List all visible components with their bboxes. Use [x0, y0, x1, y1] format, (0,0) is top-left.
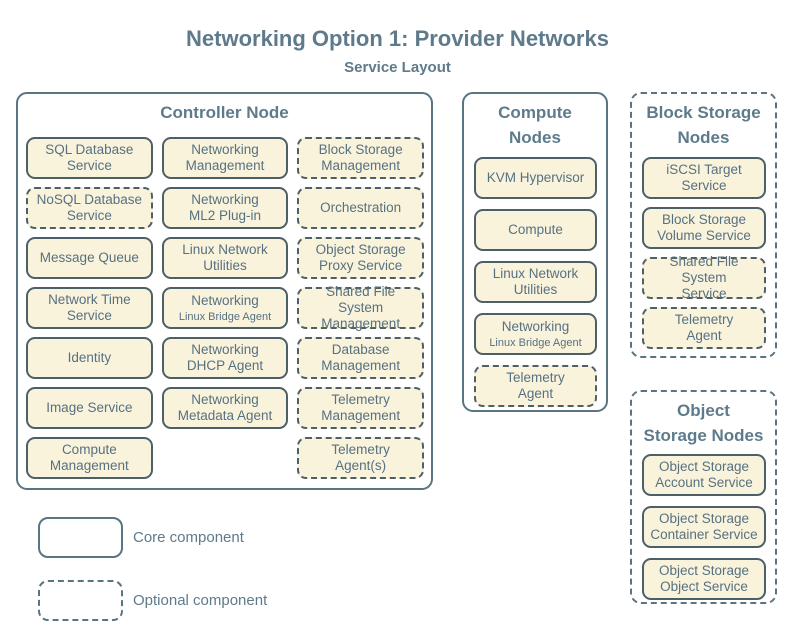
service-label: Orchestration [320, 199, 402, 215]
service-box-image-service: Image Service [26, 387, 153, 429]
service-label: Network Time Service [48, 291, 131, 323]
service-label: Telemetry Agent [506, 369, 565, 401]
service-box-networking-management: Networking Management [161, 137, 289, 179]
service-box-database-management: Database Management [297, 337, 425, 379]
legend-core-label: Core component [133, 529, 244, 546]
service-label: Telemetry Agent [674, 311, 734, 343]
compute-nodes-title: Compute Nodes [498, 103, 572, 147]
service-label: Linux Network Utilities [182, 241, 268, 273]
service-label: Object Storage Object Service [658, 562, 750, 594]
service-label: Database Management [321, 341, 401, 373]
service-label: Linux Network Utilities [492, 265, 579, 297]
service-label: KVM Hypervisor [486, 169, 585, 185]
legend-core-row: Core component [38, 517, 244, 558]
service-box-object-storage-object-service: Object Storage Object Service [642, 558, 766, 600]
service-box-telemetry-management: Telemetry Management [297, 387, 425, 429]
object-storage-nodes-title: Object Storage Nodes [643, 401, 764, 445]
service-box-orchestration: Orchestration [297, 187, 425, 229]
service-label: Shared File System Service [669, 253, 739, 302]
legend-optional-label: Optional component [133, 592, 268, 609]
service-box-message-queue: Message Queue [26, 237, 153, 279]
service-box-object-storage-proxy-service: Object Storage Proxy Service [297, 237, 425, 279]
service-label: Networking DHCP Agent [186, 341, 264, 373]
service-box-shared-file-system-service: Shared File System Service [642, 254, 766, 301]
service-box-identity: Identity [26, 337, 153, 379]
service-sublabel: Linux Bridge Agent [178, 310, 272, 323]
controller-node-title: Controller Node [160, 103, 289, 122]
service-box-nosql-database-service: NoSQL Database Service [26, 187, 153, 229]
service-box-block-storage-volume-service: Block Storage Volume Service [642, 207, 766, 249]
service-box-linux-network-utilities: Linux Network Utilities [474, 261, 597, 303]
service-label: Telemetry Management [321, 391, 401, 423]
service-label: Message Queue [39, 249, 139, 265]
service-label: Networking Management [185, 141, 265, 173]
service-label: Object Storage Container Service [650, 510, 758, 542]
service-box-compute-management: Compute Management [26, 437, 153, 479]
service-label: Image Service [46, 399, 133, 415]
service-box-telemetry-agent: Telemetry Agent [474, 365, 597, 407]
service-sublabel: Linux Bridge Agent [489, 336, 582, 349]
service-label: SQL Database Service [45, 141, 134, 173]
service-box-networking-ml2-plug-in: Networking ML2 Plug-in [161, 187, 289, 229]
service-label: Block Storage Volume Service [657, 211, 751, 243]
diagram-title: Networking Option 1: Provider Networks [186, 26, 609, 51]
service-label: Networking [191, 293, 259, 309]
service-label: Compute Management [49, 441, 129, 473]
service-label: Networking [501, 319, 570, 335]
service-label: Compute [508, 221, 563, 237]
service-box-block-storage-management: Block Storage Management [297, 137, 425, 179]
service-box-networking-dhcp-agent: Networking DHCP Agent [161, 337, 289, 379]
service-label: Networking ML2 Plug-in [188, 191, 262, 223]
block-storage-nodes-group: Block Storage Nodes iSCSI Target Service… [630, 92, 777, 358]
service-box-object-storage-container-service: Object Storage Container Service [642, 506, 766, 548]
service-box-sql-database-service: SQL Database Service [26, 137, 153, 179]
service-box-telemetry-agent: Telemetry Agent [642, 307, 766, 349]
service-box-telemetry-agent-s: Telemetry Agent(s) [297, 437, 425, 479]
service-box-object-storage-account-service: Object Storage Account Service [642, 454, 766, 496]
service-label: Object Storage Proxy Service [315, 241, 406, 273]
legend-optional-swatch [38, 580, 123, 621]
service-label: Object Storage Account Service [655, 458, 753, 490]
object-storage-nodes-group: Object Storage Nodes Object Storage Acco… [630, 390, 777, 604]
diagram-subtitle: Service Layout [344, 59, 451, 76]
service-box-linux-network-utilities: Linux Network Utilities [161, 237, 289, 279]
service-box-compute: Compute [474, 209, 597, 251]
service-box-shared-file-system-management: Shared File System Management [297, 284, 425, 331]
service-label: Shared File System Management [321, 283, 401, 332]
service-box-network-time-service: Network Time Service [26, 287, 153, 329]
service-box-networking-metadata-agent: Networking Metadata Agent [161, 387, 289, 429]
legend-optional-row: Optional component [38, 580, 267, 621]
legend-core-swatch [38, 517, 123, 558]
service-box-iscsi-target-service: iSCSI Target Service [642, 157, 766, 199]
service-label: Block Storage Management [318, 141, 403, 173]
service-label: iSCSI Target Service [666, 161, 742, 193]
block-storage-nodes-title: Block Storage Nodes [646, 103, 761, 147]
service-label: Telemetry Agent(s) [331, 441, 390, 473]
service-label: Identity [67, 349, 112, 365]
service-label: Networking Metadata Agent [177, 391, 273, 423]
service-box-kvm-hypervisor: KVM Hypervisor [474, 157, 597, 199]
service-label: NoSQL Database Service [36, 191, 142, 223]
